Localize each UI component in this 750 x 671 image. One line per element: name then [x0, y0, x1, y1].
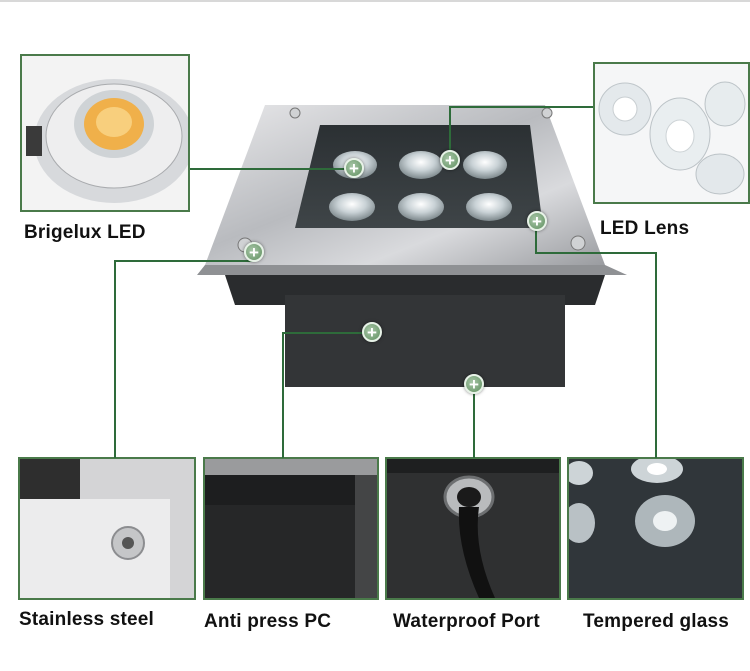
callout-line-pc-h [283, 332, 373, 334]
callout-line-lens-horizontal [450, 106, 593, 108]
callout-line-tempered-diag [535, 222, 537, 254]
led-lens-photo [593, 62, 750, 204]
waterproof-port-photo [385, 457, 561, 600]
top-divider [0, 0, 750, 2]
label-stainless-steel: Stainless steel [19, 609, 155, 630]
callout-line-tempered-h [537, 252, 657, 254]
label-brigelux-led: Brigelux LED [24, 222, 146, 243]
marker-stainless-steel[interactable]: + [244, 242, 264, 262]
label-waterproof-port: Waterproof Port [393, 611, 540, 632]
callout-line-steel-h [115, 260, 255, 262]
brigelux-led-photo [20, 54, 190, 212]
callout-line-steel-v [114, 260, 116, 458]
marker-brigelux-led[interactable]: + [344, 158, 364, 178]
label-tempered-glass: Tempered glass [583, 611, 730, 632]
callout-line-lens-vertical [449, 106, 451, 161]
callout-line-port-v [473, 385, 475, 458]
stainless-steel-photo [18, 457, 196, 600]
callout-line-pc-v [282, 332, 284, 458]
callout-line-brigelux [190, 168, 355, 170]
main-light-fixture-image [197, 105, 627, 387]
marker-anti-press-pc[interactable]: + [362, 322, 382, 342]
callout-line-tempered-v [655, 252, 657, 458]
marker-waterproof-port[interactable]: + [464, 374, 484, 394]
label-anti-press-pc: Anti press PC [204, 611, 332, 632]
label-led-lens: LED Lens [600, 218, 690, 239]
marker-tempered-glass[interactable]: + [527, 211, 547, 231]
marker-led-lens[interactable]: + [440, 150, 460, 170]
tempered-glass-photo [567, 457, 744, 600]
anti-press-pc-photo [203, 457, 379, 600]
